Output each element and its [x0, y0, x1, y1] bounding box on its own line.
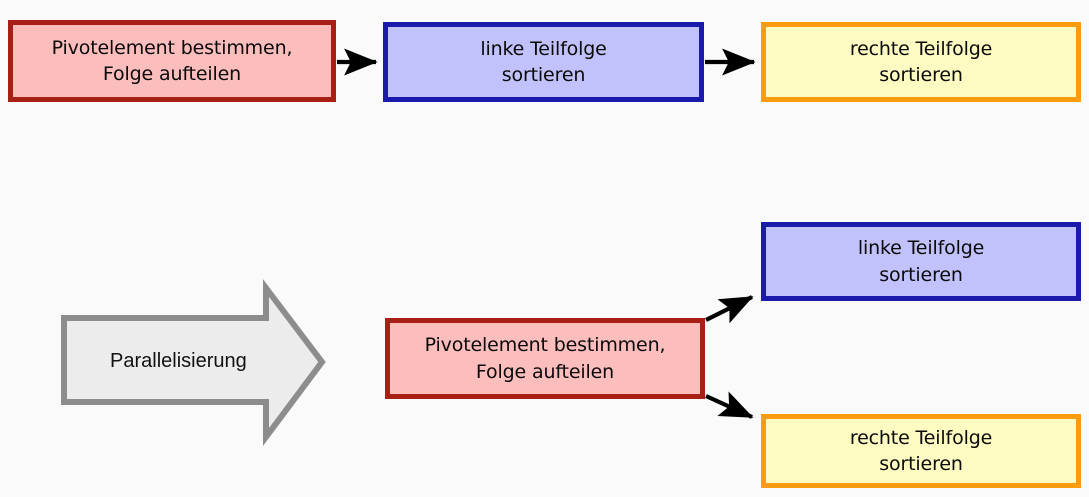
node-pivot-parallel[interactable]: Pivotelement bestimmen, Folge aufteilen: [385, 318, 705, 399]
node-left-teilfolge-sequential[interactable]: linke Teilfolge sortieren: [383, 22, 704, 102]
node-right-teilfolge-sequential[interactable]: rechte Teilfolge sortieren: [761, 22, 1081, 102]
node-left-teilfolge-parallel[interactable]: linke Teilfolge sortieren: [761, 222, 1081, 301]
connector-pivot-to-left-parallel: [705, 295, 754, 324]
parallelisierung-label: Parallelisierung: [110, 350, 247, 372]
node-right-teilfolge-parallel[interactable]: rechte Teilfolge sortieren: [761, 414, 1081, 488]
connector-pivot-to-right-parallel: [705, 391, 754, 419]
node-pivot-sequential[interactable]: Pivotelement bestimmen, Folge aufteilen: [8, 20, 336, 102]
